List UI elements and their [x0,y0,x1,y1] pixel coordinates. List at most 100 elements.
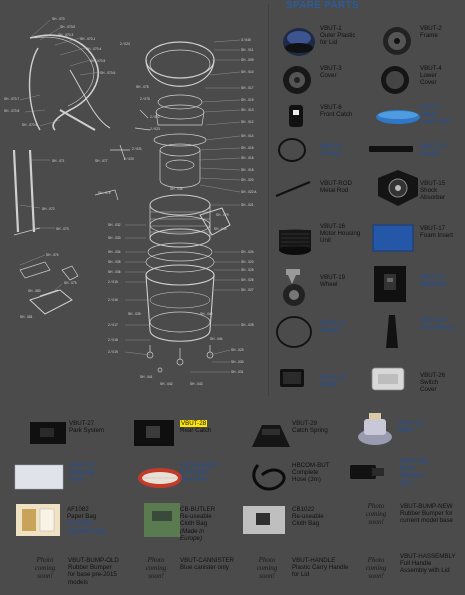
placeholder-text: Photo [367,556,385,564]
ref-label: SH - 023 [241,260,254,264]
ref-label: SH - 070.8 [4,109,19,113]
ref-label: SH - 012 [241,120,254,124]
part-desc: Handle [420,150,440,158]
ref-label: SH - 070.3 [58,33,73,37]
part-desc: Cover [320,72,337,80]
shock-absorber-image [378,170,418,206]
part-filth14: FILTH14-BUT H14 HEPA Inlet Filter [180,462,218,484]
ref-label: SH - 022 A [241,190,257,194]
part-desc: Full Handle [400,560,432,568]
part-code: VBUT-HASSEMBLY [400,553,456,560]
part-vbut-26: VBUT-26 Switch Cover [420,372,445,394]
ref-label: SH - 070.9 [22,123,37,127]
part-code: VBUT-8 [320,143,342,150]
part-code: VBUT-6 [320,104,342,111]
ref-label: SH - 013 [241,108,254,112]
part-vbut-2: VBUT-2 Frame [420,25,442,39]
part-vbut-canister: VBUT-CANNISTER Blue canister only [180,557,234,571]
part-vbut-21: VBUT-21 Bag Bush [420,274,447,288]
ref-label: SH - 031 [231,370,244,374]
ref-label: SH - 009 [241,58,254,62]
part-code: VBUT-29 [292,420,318,427]
ref-label: SH - 040 [200,312,213,316]
part-code: AF1082 [67,506,89,513]
ref-label: SH - 035 [108,260,121,264]
part-desc: Gasket [320,327,340,335]
part-code: VBUT-4 [420,65,442,72]
part-desc: Lower [420,111,437,119]
part-desc: Unit [320,237,332,245]
ref-label: SH - 070 [52,17,65,21]
parts-photos-bottom [14,413,392,537]
part-code: VBUT-1 [320,25,342,32]
ref-label: SH - 070.4 [86,47,101,51]
part-vbut-hassembly: VBUT-HASSEMBLY Full Handle Assembly with… [400,553,456,575]
part-desc: Rear Catch [180,427,212,435]
placeholder-text: soon! [259,572,275,580]
cloth-bag-image [144,503,180,537]
ref-label: SH - 078 [136,85,149,89]
cord-sleeve-image [386,315,398,348]
ref-label: SH - 033 [108,236,121,240]
part-code: VBUT-25 [320,374,346,381]
placeholder-text: Photo [367,502,385,510]
complete-hose-image [252,464,286,491]
part-code-secondary: AF1082S [67,520,93,528]
part-code: VBUT-BUMP-NEW [400,503,453,510]
cloth-bag-cb1022-image [243,506,285,534]
part-desc: Absorber [420,194,446,202]
ref-label: SH - 044 [210,337,223,341]
part-desc: Inlet Filter [180,476,208,484]
part-desc: Metal Rod [320,187,349,195]
ref-label: SH - 045 [214,227,227,231]
placeholder-text: soon! [37,572,53,580]
part-cb1022: CB1022 Re-useable Cloth Bag [292,506,324,528]
part-desc: Re-useable [292,513,324,521]
catch-spring-image [252,425,290,447]
part-vbut-31: VBUT-31 Motor [398,420,423,434]
switch-cover-image [371,367,405,391]
placeholder-text: soon! [368,518,384,526]
switch-image [280,369,304,387]
part-desc: Paper Bag [67,513,97,521]
part-code: VBUT-27 [69,420,95,427]
ref-label: SH - 041 [140,375,153,379]
part-desc: Cord Sleeve [420,324,455,332]
part-vbut-23: VBUT-23 Cord Sleeve [420,317,454,331]
part-vbut-16: VBUT-16 Motor Housing Unit [320,223,360,245]
part-vbut-25: VBUT-25 Switch [320,374,345,388]
frame-image [383,27,411,55]
ref-label: SH - 034 [108,250,121,254]
part-desc: Synthetic Bag [67,527,106,535]
part-desc: O-Ring [320,150,340,158]
part-desc: Rubber Bumper [68,564,112,572]
part-desc: Wheel [320,281,338,289]
part-desc: Hose (3m) [292,476,321,484]
rear-catch-image [134,420,174,446]
part-vbut-22: VBUT-22 Gasket [320,320,345,334]
damping-insert-image [14,464,64,490]
part-af1082: AF1082 Paper Bag AF1082S Synthetic Bag [67,506,105,535]
part-vbut-6: VBUT-6 Front Catch [320,104,352,118]
photo-coming-soon: Photo coming soon! [359,502,393,526]
part-code: VBUT-7 [420,104,442,111]
placeholder-text: Photo [36,556,54,564]
handle-image [369,146,413,152]
part-desc: Outer Plastic [320,32,356,40]
ref-label: SH - 039 [128,312,141,316]
part-code: VBUT-BUMP-OLD [68,557,119,564]
part-code: VBUT-HANDLE [292,557,336,564]
part-desc: Motor [398,427,414,435]
ref-label: SH - 019 [241,98,254,102]
placeholder-text: coming [34,564,56,572]
ref-label: SH - 043 [190,382,203,386]
lower-foam-filter-image [376,110,420,124]
part-desc: Cloth Bag [180,520,208,528]
part-desc: Plastic Carry Handle [292,564,349,572]
part-desc: Insert [69,476,85,484]
part-desc: models [68,578,88,586]
ref-label: SH - 029 [231,348,244,352]
ref-label: SH - 020 [241,178,254,182]
ref-label: SH - 070.1 [80,37,95,41]
